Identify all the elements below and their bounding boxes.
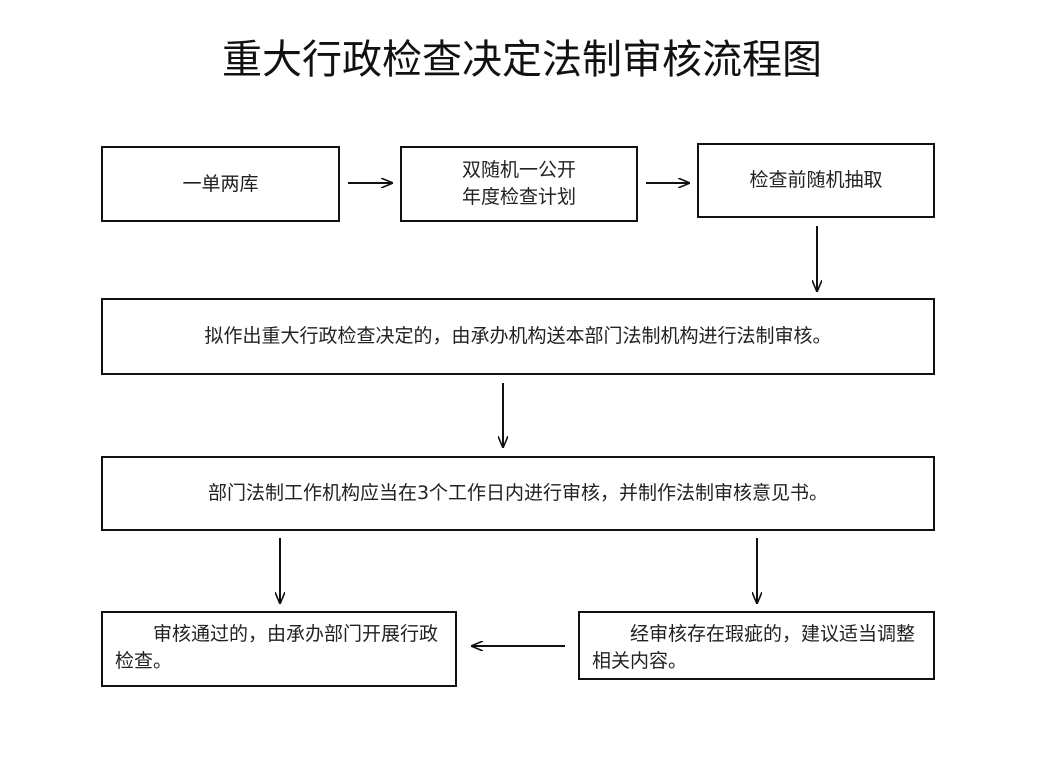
node-label: 一单两库 (182, 172, 259, 195)
node-label: 部门法制工作机构应当在3个工作日内进行审核，并制作法制审核意见书。 (207, 482, 829, 504)
node-review-passed: 审核通过的，由承办部门开展行政检查。 (101, 611, 457, 687)
node-random-draw: 检查前随机抽取 (697, 143, 935, 218)
node-label-line-2: 年度检查计划 (461, 186, 576, 208)
node-one-list-two-libraries: 一单两库 (101, 146, 340, 222)
node-label-line-1: 双随机一公开 (461, 159, 576, 181)
node-double-random-plan: 双随机一公开 年度检查计划 (400, 146, 638, 222)
node-label: 检查前随机抽取 (749, 169, 883, 191)
node-submit-for-review: 拟作出重大行政检查决定的，由承办机构送本部门法制机构进行法制审核。 (101, 298, 935, 375)
node-label: 审核通过的，由承办部门开展行政检查。 (115, 623, 439, 672)
node-legal-review: 部门法制工作机构应当在3个工作日内进行审核，并制作法制审核意见书。 (101, 456, 935, 531)
node-label: 拟作出重大行政检查决定的，由承办机构送本部门法制机构进行法制审核。 (204, 325, 832, 347)
page-title: 重大行政检查决定法制审核流程图 (222, 37, 822, 83)
node-review-flawed: 经审核存在瑕疵的，建议适当调整相关内容。 (578, 611, 935, 680)
node-label: 经审核存在瑕疵的，建议适当调整相关内容。 (592, 623, 916, 672)
